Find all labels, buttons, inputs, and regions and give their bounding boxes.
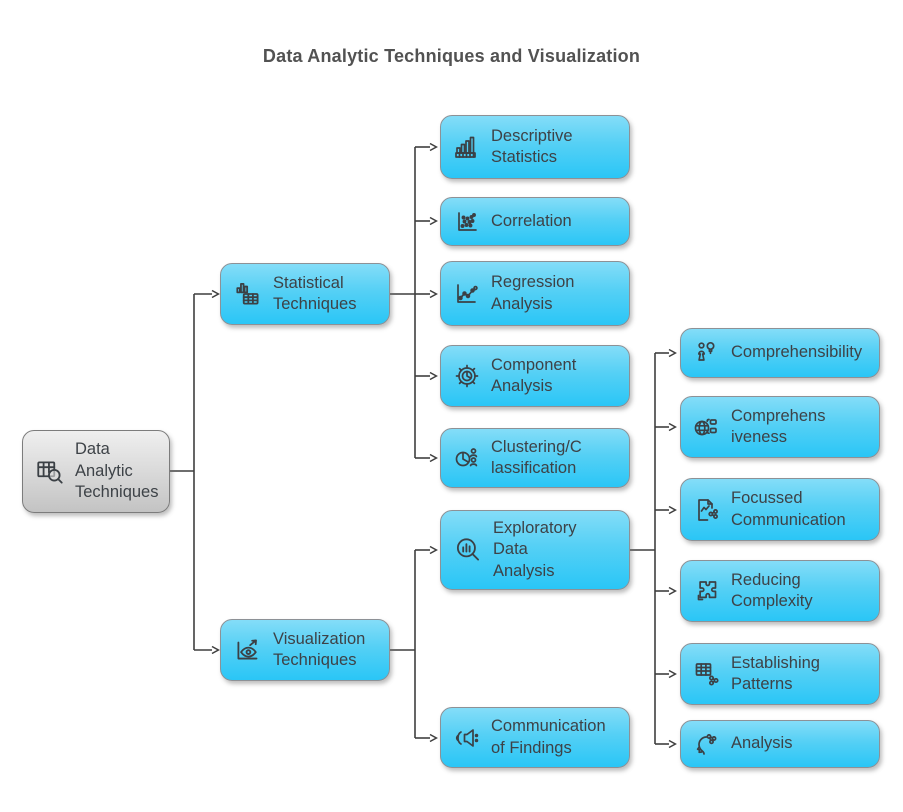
ascending-bar-chart-icon <box>452 132 482 162</box>
magnifier-bar-chart-icon <box>452 534 484 566</box>
node-label: Comprehensibility <box>731 343 863 362</box>
node-label: Focussed Communication <box>731 489 846 529</box>
node-label: Exploratory Data Analysis <box>493 518 577 580</box>
node-data-analytic-techniques: Data Analytic Techniques <box>22 430 170 513</box>
table-search-icon <box>34 456 66 488</box>
node-exploratory-data-analysis: Exploratory Data Analysis <box>440 510 630 590</box>
bar-chart-table-icon <box>232 278 264 310</box>
node-label: Reducing Complexity <box>731 570 813 610</box>
node-establishing-patterns: Establishing Patterns <box>680 643 880 705</box>
node-statistical-techniques: Statistical Techniques <box>220 263 390 325</box>
node-regression-analysis: Regression Analysis <box>440 261 630 326</box>
eye-chart-icon <box>232 634 264 666</box>
globe-list-icon <box>692 412 722 442</box>
line-chart-points-icon <box>452 279 482 309</box>
node-clustering-classification: Clustering/Classification <box>440 428 630 488</box>
node-analysis: Analysis <box>680 720 880 768</box>
node-label: Statistical Techniques <box>273 273 357 313</box>
megaphone-icon <box>452 723 482 753</box>
node-correlation: Correlation <box>440 197 630 246</box>
node-label: Establishing Patterns <box>731 653 820 693</box>
head-network-icon <box>692 729 722 759</box>
node-label: Data Analytic Techniques <box>75 440 159 502</box>
node-label: Correlation <box>491 211 572 230</box>
table-network-icon <box>692 659 722 689</box>
diagram-title: Data Analytic Techniques and Visualizati… <box>262 46 641 66</box>
person-bulb-icon <box>692 338 722 368</box>
node-label: Descriptive Statistics <box>491 126 573 166</box>
node-reducing-complexity: Reducing Complexity <box>680 560 880 622</box>
node-communication-of-findings: Communication of Findings <box>440 707 630 768</box>
node-label: Visualization Techniques <box>273 629 366 669</box>
node-visualization-techniques: Visualization Techniques <box>220 619 390 681</box>
node-label: Comprehensiveness <box>731 406 826 446</box>
pie-people-icon <box>452 443 482 473</box>
node-label: Clustering/Classification <box>491 437 582 477</box>
document-chart-share-icon <box>692 495 722 525</box>
node-label: Communication of Findings <box>491 717 606 757</box>
gear-pie-icon <box>452 361 482 391</box>
puzzle-icon <box>692 576 722 606</box>
node-label: Component Analysis <box>491 355 577 395</box>
node-label: Regression Analysis <box>491 273 575 313</box>
node-label: Analysis <box>731 734 793 753</box>
node-comprehensibility: Comprehensibility <box>680 328 880 378</box>
scatter-plot-icon <box>452 207 482 237</box>
node-descriptive-statistics: Descriptive Statistics <box>440 115 630 179</box>
node-comprehensiveness: Comprehensiveness <box>680 396 880 458</box>
node-focussed-communication: Focussed Communication <box>680 478 880 541</box>
node-component-analysis: Component Analysis <box>440 345 630 407</box>
